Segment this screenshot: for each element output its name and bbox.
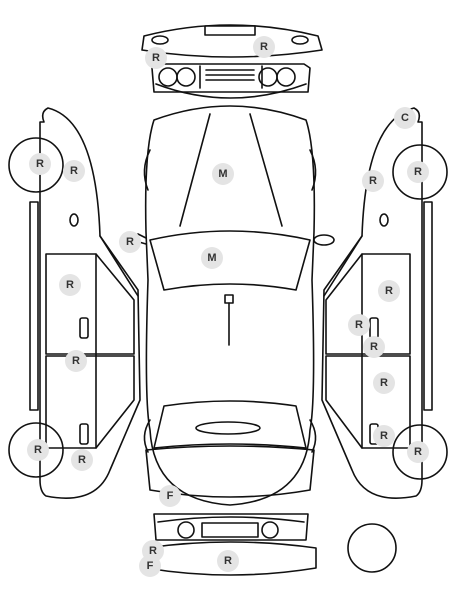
left-front-door-marker[interactable]: R	[59, 274, 81, 296]
left-mirror-marker[interactable]: R	[119, 231, 141, 253]
trunk-marker[interactable]: F	[159, 485, 181, 507]
right-door-handle-marker[interactable]: R	[348, 314, 370, 336]
right-front-door-marker[interactable]: R	[378, 280, 400, 302]
windshield-marker[interactable]: M	[201, 247, 223, 269]
left-front-wheel-marker[interactable]: R	[29, 153, 51, 175]
rear-corner-f-marker[interactable]: F	[139, 555, 161, 577]
rear-bumper-marker[interactable]: R	[217, 550, 239, 572]
hood-marker[interactable]: M	[212, 163, 234, 185]
left-rear-door-marker[interactable]: R	[65, 350, 87, 372]
spare-wheel	[347, 523, 397, 573]
left-side-view	[8, 107, 141, 499]
front-grille-view	[151, 63, 311, 99]
front-bumper-left-marker[interactable]: R	[145, 47, 167, 69]
right-front-fender-marker[interactable]: R	[362, 170, 384, 192]
left-front-fender-marker[interactable]: R	[63, 160, 85, 182]
right-side-view	[321, 107, 448, 499]
rear-bumper-view	[145, 541, 317, 576]
right-rear-handle-marker[interactable]: R	[373, 425, 395, 447]
left-rear-quarter-marker[interactable]: R	[71, 449, 93, 471]
left-rear-wheel-marker[interactable]: R	[27, 439, 49, 461]
front-bumper-view	[141, 24, 323, 58]
rear-lights-view	[153, 513, 309, 541]
right-rear-door-marker[interactable]: R	[373, 372, 395, 394]
car-top-view	[131, 105, 335, 506]
right-rear-wheel-marker[interactable]: R	[407, 441, 429, 463]
right-pillar-marker[interactable]: R	[363, 336, 385, 358]
right-front-wheel-marker[interactable]: R	[407, 161, 429, 183]
front-bumper-marker[interactable]: R	[253, 36, 275, 58]
right-corner-marker[interactable]: C	[394, 107, 416, 129]
